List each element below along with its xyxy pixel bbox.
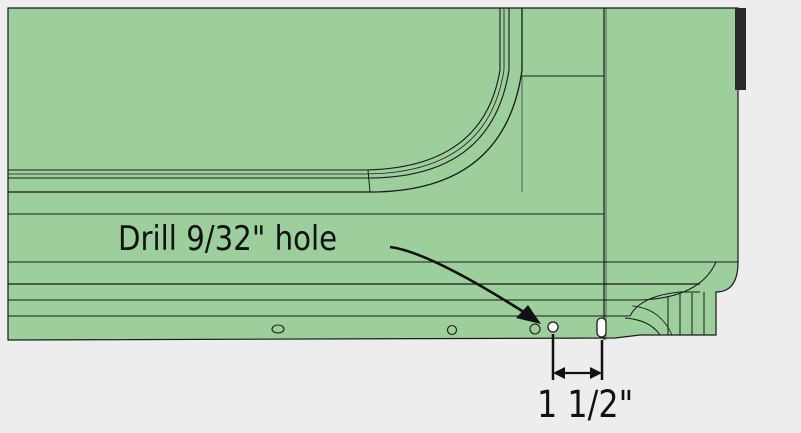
dim-arrow-right: [590, 367, 602, 379]
window-outline-mid: [8, 8, 510, 179]
leader-line: [389, 245, 531, 318]
window-corner-joint: [367, 169, 371, 193]
corner-curve-2: [629, 291, 700, 317]
corner-curve-3: [624, 317, 661, 336]
existing-hole-3: [529, 323, 541, 335]
spacing-dimension-label: 1 1/2": [537, 383, 634, 426]
new-drill-hole: [547, 321, 559, 333]
window-outline-outer: [8, 8, 523, 193]
existing-hole-1: [271, 324, 285, 334]
dim-arrow-left: [553, 367, 565, 379]
existing-hole-2: [446, 324, 458, 336]
corner-curve-4: [631, 305, 673, 336]
drill-note-label: Drill 9/32" hole: [118, 219, 338, 259]
corner-bracket: [667, 292, 705, 335]
corner-curve-1: [639, 261, 717, 301]
leader-arrowhead: [516, 305, 541, 324]
window-outline-inner: [8, 8, 501, 171]
window-outline-inner-2: [8, 8, 505, 175]
slotted-hole: [596, 317, 607, 338]
panel-edge-shadow: [735, 8, 746, 90]
